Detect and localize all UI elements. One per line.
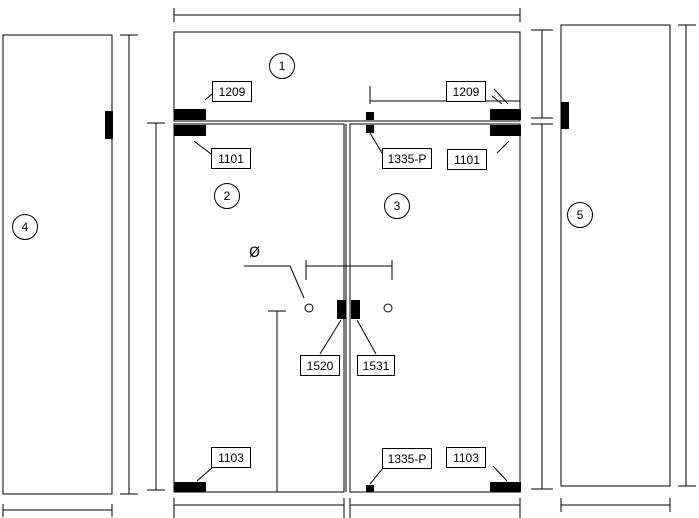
left-handle-hole bbox=[304, 303, 314, 313]
component-1-callout: 1 bbox=[269, 53, 295, 79]
component-5-callout: 5 bbox=[567, 202, 593, 228]
bottom-left-patch bbox=[174, 482, 206, 492]
part-label-center-lock-left: 1520 bbox=[300, 355, 340, 376]
left-panel-connector bbox=[105, 111, 113, 139]
top-center-bolt-keeper bbox=[366, 125, 374, 133]
diameter-symbol: Ø bbox=[249, 245, 261, 261]
part-label-bottom-left-hinge: 1103 bbox=[211, 447, 251, 468]
part-label-top-right: 1209 bbox=[446, 81, 486, 102]
glass-panels bbox=[2, 24, 671, 495]
part-label-bottom-right-hinge: 1103 bbox=[446, 447, 486, 468]
leader-lines bbox=[193, 88, 510, 485]
bottom-right-patch bbox=[490, 482, 521, 492]
upper-right-patch bbox=[490, 125, 521, 136]
part-label-top-center-bolt: 1335-P bbox=[382, 148, 432, 169]
component-4-callout: 4 bbox=[12, 214, 38, 240]
left-side-panel bbox=[2, 34, 113, 495]
part-label-bottom-center-bolt: 1335-P bbox=[382, 448, 432, 469]
top-center-bolt-block bbox=[366, 112, 374, 120]
right-side-panel bbox=[560, 24, 671, 487]
right-handle-hole bbox=[383, 303, 393, 313]
component-3-callout: 3 bbox=[384, 193, 410, 219]
component-2-callout: 2 bbox=[214, 183, 240, 209]
center-lock-right-block bbox=[351, 300, 360, 319]
part-label-upper-left-hinge: 1101 bbox=[211, 148, 251, 169]
handle-holes bbox=[304, 303, 393, 313]
upper-left-patch bbox=[174, 125, 206, 136]
right-door-leaf bbox=[349, 123, 521, 493]
part-label-top-left: 1209 bbox=[212, 81, 252, 102]
part-label-upper-right-hinge: 1101 bbox=[447, 149, 487, 170]
dimension-lines bbox=[2, 8, 696, 518]
diameter-leader bbox=[244, 265, 305, 299]
hardware-fittings bbox=[105, 102, 569, 492]
part-label-center-lock-right: 1531 bbox=[357, 355, 395, 376]
transom-panel bbox=[173, 31, 521, 122]
right-panel-connector bbox=[561, 102, 569, 129]
top-right-patch bbox=[490, 109, 521, 120]
left-door-leaf bbox=[173, 123, 345, 493]
bottom-center-bolt-block bbox=[366, 485, 374, 492]
top-left-patch bbox=[174, 109, 206, 120]
center-lock-left-block bbox=[337, 300, 346, 319]
